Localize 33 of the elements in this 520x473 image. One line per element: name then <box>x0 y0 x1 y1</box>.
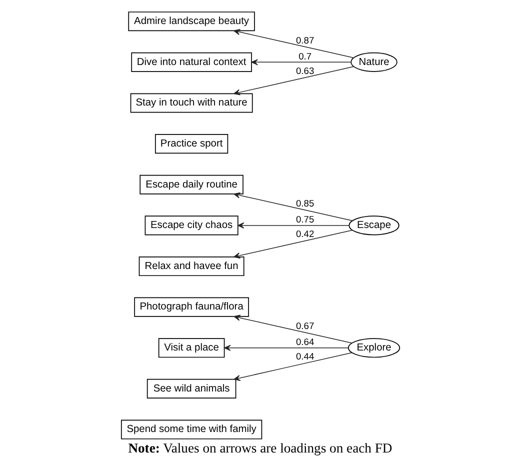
node-box: Practice sport <box>154 134 228 154</box>
edge-label: 0.85 <box>295 198 314 209</box>
arrow <box>232 29 354 58</box>
arrow <box>233 192 352 222</box>
arrow <box>250 59 351 66</box>
node-box: Escape city chaos <box>144 216 238 236</box>
node-box: Photograph fauna/flora <box>134 297 248 317</box>
arrow <box>233 230 352 259</box>
edge-label: 0.63 <box>295 66 314 76</box>
edge-label: 0.75 <box>295 214 314 225</box>
node-box: Admire landscape beauty <box>128 12 254 32</box>
node-box: See wild animals <box>146 378 236 398</box>
node-ellipse: Explore <box>347 338 400 358</box>
node-box: Relax and havee fun <box>138 256 244 276</box>
caption: Note: Values on arrows are loadings on each FD <box>128 440 392 456</box>
arrow <box>224 344 348 351</box>
edge-label: 0.42 <box>295 229 314 240</box>
edge-label: 0.7 <box>298 51 312 62</box>
node-ellipse: Escape <box>348 216 399 236</box>
edge-label: 0.87 <box>295 35 314 46</box>
edge-label: 0.64 <box>295 337 314 348</box>
node-box: Visit a place <box>158 338 224 358</box>
arrow <box>233 352 352 381</box>
arrow <box>232 66 354 96</box>
node-box: Spend some time with family <box>120 420 262 440</box>
arrow <box>237 222 349 228</box>
node-box: Stay in touch with nature <box>130 93 252 113</box>
node-box: Escape daily routine <box>139 174 243 194</box>
node-ellipse: Nature <box>350 52 397 72</box>
node-box: Dive into natural context <box>130 52 252 72</box>
arrow <box>233 314 352 344</box>
edge-label: 0.44 <box>295 352 314 362</box>
edge-label: 0.67 <box>295 321 314 332</box>
